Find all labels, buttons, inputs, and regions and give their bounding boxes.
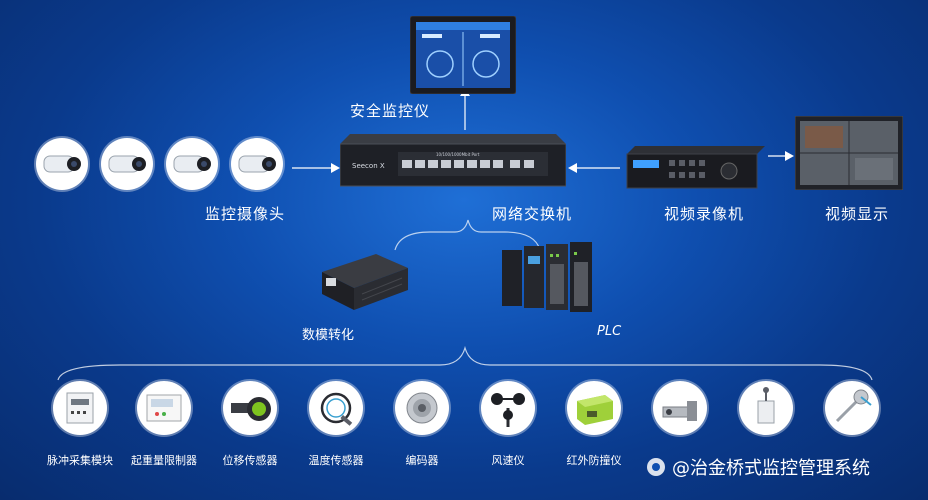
sensor-1-label: 脉冲采集模块 (47, 454, 113, 467)
camera-icon (108, 155, 146, 173)
watermark-logo-icon (647, 458, 665, 476)
sensor-10 (825, 381, 879, 435)
safety-monitor (410, 16, 516, 94)
displacement-sensor-icon (231, 397, 271, 421)
camera-4 (231, 138, 283, 190)
sensor-5 (395, 381, 449, 435)
camera-icon (173, 155, 211, 173)
camera-icon (238, 155, 276, 173)
sensor-9 (739, 381, 793, 435)
camera-1 (36, 138, 88, 190)
switch-label: 网络交换机 (492, 205, 573, 223)
infrared-anticollision-icon (577, 395, 613, 425)
watermark-text: @治金桥式监控管理系统 (672, 458, 870, 479)
cameras-label: 监控摄像头 (205, 205, 286, 223)
plc-icon (502, 242, 592, 312)
camera-3 (166, 138, 218, 190)
sensor-7 (567, 381, 621, 435)
anemometer-icon (491, 393, 525, 427)
plc-device (498, 240, 598, 316)
recorder-icon (626, 146, 765, 189)
switch-brand: Seecon X (352, 162, 385, 170)
plc-label: PLC (597, 324, 622, 339)
sensor-3 (223, 381, 277, 435)
temperature-sensor-icon (320, 392, 353, 426)
sensor-2 (137, 381, 191, 435)
recorder-label: 视频录像机 (664, 205, 745, 223)
limit-switch-icon (757, 387, 775, 424)
sensor-7-label: 红外防撞仪 (566, 454, 622, 467)
sensor-3-label: 位移传感器 (222, 454, 278, 467)
sensor-4 (309, 381, 363, 435)
sensor-6-label: 风速仪 (491, 454, 525, 467)
camera-icon (43, 155, 81, 173)
encoder-icon (406, 392, 438, 424)
video-recorder (625, 146, 765, 192)
load-limiter-icon (146, 394, 182, 422)
video-display (795, 116, 903, 190)
probe-sensor-icon (835, 389, 872, 423)
monitor-icon (410, 16, 516, 94)
switch-icon (340, 134, 566, 187)
sensor-icon (662, 401, 697, 421)
sensor-1 (53, 381, 107, 435)
pulse-module-icon (66, 392, 94, 424)
display-icon (795, 116, 903, 190)
sensor-8 (653, 381, 707, 435)
sensor-5-label: 编码器 (405, 454, 439, 467)
sensor-2-label: 起重量限制器 (131, 454, 197, 467)
display-label: 视频显示 (825, 205, 890, 223)
camera-2 (101, 138, 153, 190)
converter-icon (322, 254, 408, 310)
watermark: @治金桥式监控管理系统 (646, 454, 870, 480)
switch-ports-caption: 10/100/1000Mbit Port (436, 152, 480, 157)
sensor-6 (481, 381, 535, 435)
sensor-4-label: 温度传感器 (308, 454, 364, 467)
converter-device (316, 250, 412, 314)
network-switch: Seecon X 10/100/1000Mbit Port (340, 134, 566, 190)
converter-label: 数模转化 (302, 328, 355, 343)
monitor-label: 安全监控仪 (350, 102, 431, 120)
